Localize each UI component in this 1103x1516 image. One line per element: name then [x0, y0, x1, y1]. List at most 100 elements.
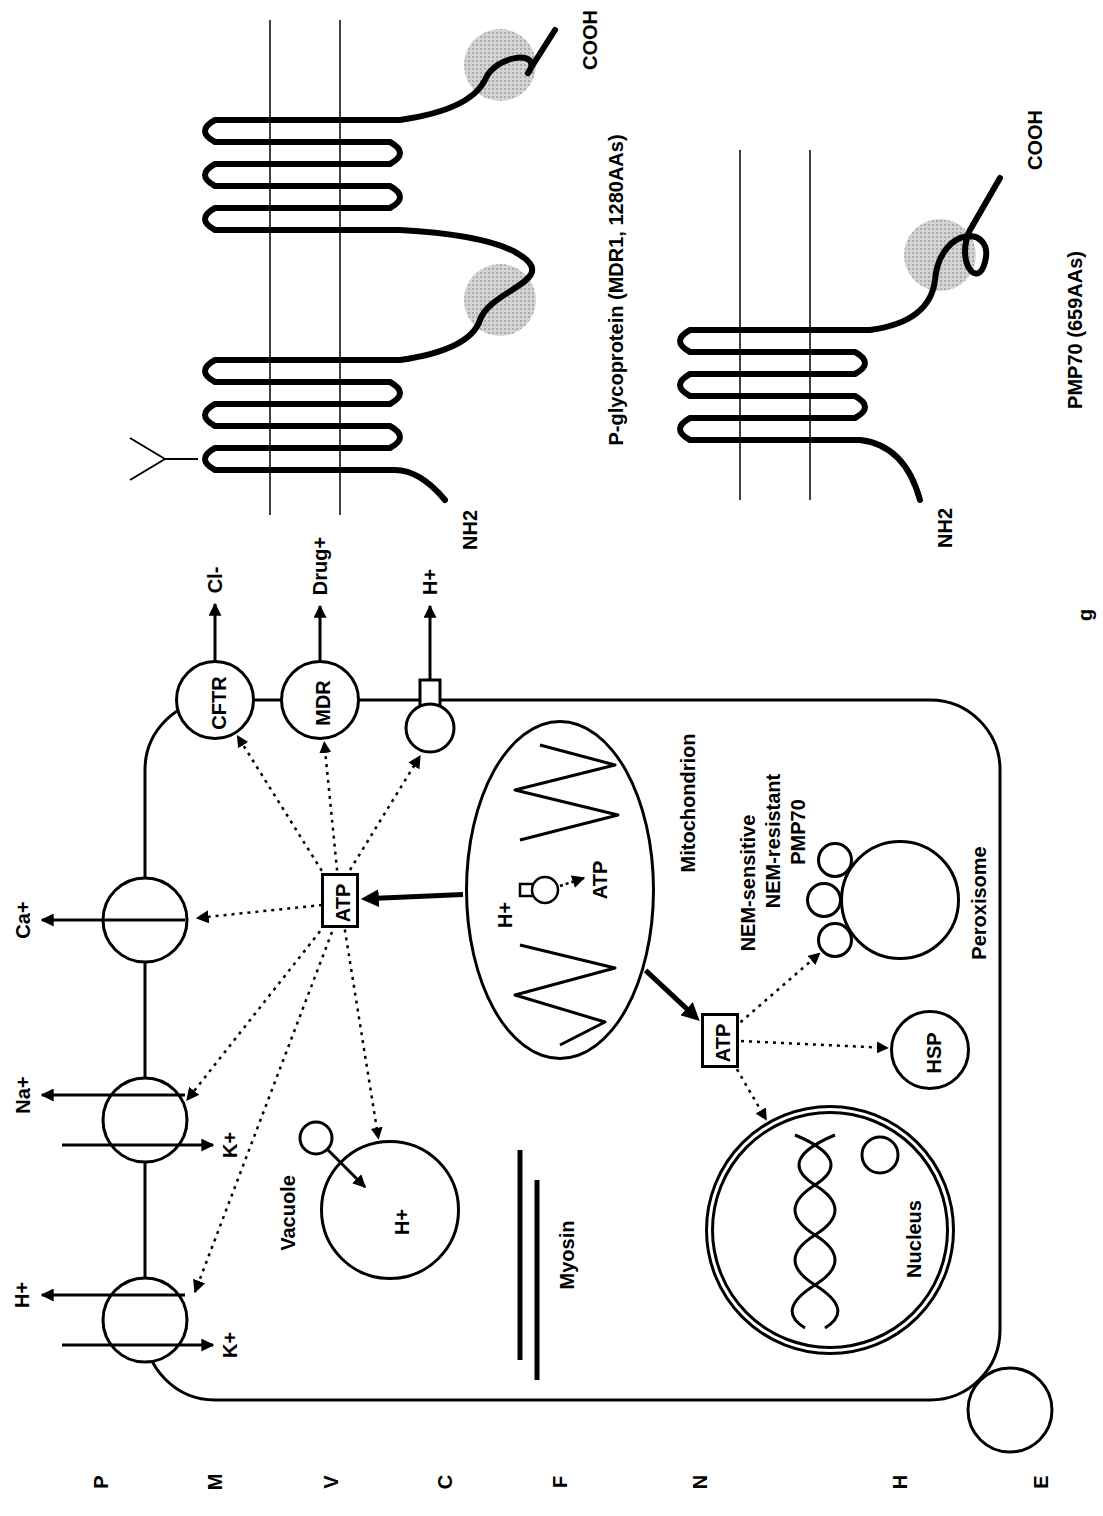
atp-supply-arrow — [243, 744, 322, 871]
atp-supply-arrow — [737, 1069, 762, 1111]
atp-supply-arrow — [197, 905, 322, 918]
atp-box: ATP — [321, 873, 359, 928]
node-label: CFTR — [207, 676, 229, 729]
ion-arrow — [42, 1094, 185, 1097]
row-letter: C — [434, 1475, 456, 1489]
atp-supply-arrow — [741, 1041, 878, 1048]
ion-arrow — [42, 604, 430, 1345]
ion-label: Ca+ — [11, 901, 33, 938]
dna-helix — [792, 1135, 898, 1328]
ion-arrow — [42, 1294, 185, 1297]
membrane-line — [809, 150, 811, 500]
terminus-label: NH2 — [459, 510, 481, 550]
glycosylation-branch — [130, 438, 198, 480]
abc-transporter-circle: CFTR — [175, 660, 255, 740]
node-label: Mitochondrion — [677, 734, 699, 873]
ion-arrow — [42, 919, 185, 922]
atp-flow-arrow — [646, 970, 688, 1010]
atp-supply-arrow — [345, 930, 377, 1130]
abc-transporter-circle: MDR — [280, 660, 360, 740]
ion-label: H+ — [11, 1282, 33, 1308]
ion-arrow — [62, 1344, 213, 1347]
glycosylation-branch — [130, 438, 165, 459]
ion-label: Cl- — [204, 567, 226, 594]
atpase-circle: PMP70 — [817, 842, 853, 878]
ion-arrow — [328, 1150, 365, 1187]
node-label: Nucleus — [903, 1200, 925, 1278]
v-type-pump — [406, 704, 454, 752]
ion-arrow — [214, 604, 217, 662]
node-label: HSP — [922, 1032, 944, 1073]
row-letter: N — [689, 1475, 711, 1489]
v-type-pump — [300, 1122, 332, 1154]
polypeptide-chain — [680, 178, 1000, 500]
figure-caption: PMP70 (659AAs) — [1064, 251, 1086, 409]
row-letter: P — [89, 1475, 111, 1488]
membrane-line — [339, 20, 341, 515]
ion-label: K+ — [219, 1132, 241, 1158]
myosin-filament — [535, 1180, 540, 1380]
f-type-atp-synthase — [532, 877, 558, 903]
atp-supply-arrow — [325, 752, 337, 871]
row-letter: F — [549, 1476, 571, 1488]
ion-arrow — [429, 606, 432, 680]
nucleotide-binding-domain — [464, 29, 976, 336]
node-label: Vacuole — [277, 1175, 299, 1251]
myosin-filament — [520, 1150, 537, 1380]
atp-flow-arrow — [377, 894, 463, 898]
ion-label: H+ — [391, 1209, 413, 1235]
node-label: Peroxisome — [967, 846, 989, 959]
atpase-circle: NEM-sensitive — [817, 922, 853, 958]
p-type-pump — [103, 878, 187, 1362]
terminus-label: COOH — [1024, 110, 1046, 170]
node-label: NEM-resistant — [762, 774, 784, 908]
vesicle-circle — [968, 1368, 1052, 1452]
row-letter: E — [1029, 1475, 1051, 1488]
p-type-pump — [103, 1078, 187, 1162]
ion-label: K+ — [219, 1332, 241, 1358]
membrane-line — [269, 20, 271, 515]
title-fragment: g — [1074, 609, 1096, 621]
mitochondrial-cristae — [515, 745, 618, 1045]
node-label: PMP70 — [787, 799, 809, 865]
atp-supply-arrow — [350, 756, 420, 870]
atp-supply-arrow — [187, 925, 325, 1100]
ion-arrow — [62, 1144, 213, 1147]
substrate-label: Drug+ — [309, 537, 331, 595]
row-letter: H — [889, 1475, 911, 1489]
ion-arrow — [319, 606, 322, 662]
atp-supply-arrow — [187, 756, 420, 1292]
node-label: NEM-sensitive — [737, 814, 759, 951]
atp-box: ATP — [701, 1013, 739, 1068]
atpase-circle: NEM-resistant — [806, 882, 842, 918]
structure-label: Myosin — [556, 1221, 578, 1290]
terminus-label: COOH — [579, 10, 601, 70]
node-label: MDR — [312, 680, 334, 726]
mitochondrial-cristae — [515, 745, 618, 840]
terminus-label: NH2 — [934, 508, 956, 548]
node-label: ATP — [332, 884, 354, 923]
ion-label: H+ — [494, 902, 516, 928]
atp-supply-arrow — [195, 932, 332, 1292]
vesicle-circle — [968, 1368, 1052, 1452]
cell-membrane — [145, 700, 1000, 1400]
row-letter: V — [319, 1475, 341, 1488]
polypeptide-chain — [205, 30, 1000, 500]
p-type-pump — [103, 1278, 187, 1362]
nucleus-circle: Nucleus — [705, 1105, 955, 1355]
row-letter: M — [204, 1474, 226, 1491]
hsp-circle: HSP — [890, 1010, 970, 1090]
atp-label: ATP — [589, 861, 611, 900]
figure-caption: P-glycoprotein (MDR1, 1280AAs) — [604, 134, 626, 445]
polypeptide-chain — [205, 30, 555, 500]
f-type-atp-synthase — [520, 877, 584, 903]
node-label: ATP — [712, 1024, 734, 1063]
ion-label: Na+ — [11, 1076, 33, 1113]
ion-label: H+ — [419, 569, 441, 595]
myosin-filament — [518, 1150, 523, 1360]
vacuole-circle: Vacuole — [320, 1140, 460, 1280]
atp-supply-arrow — [741, 960, 813, 1023]
